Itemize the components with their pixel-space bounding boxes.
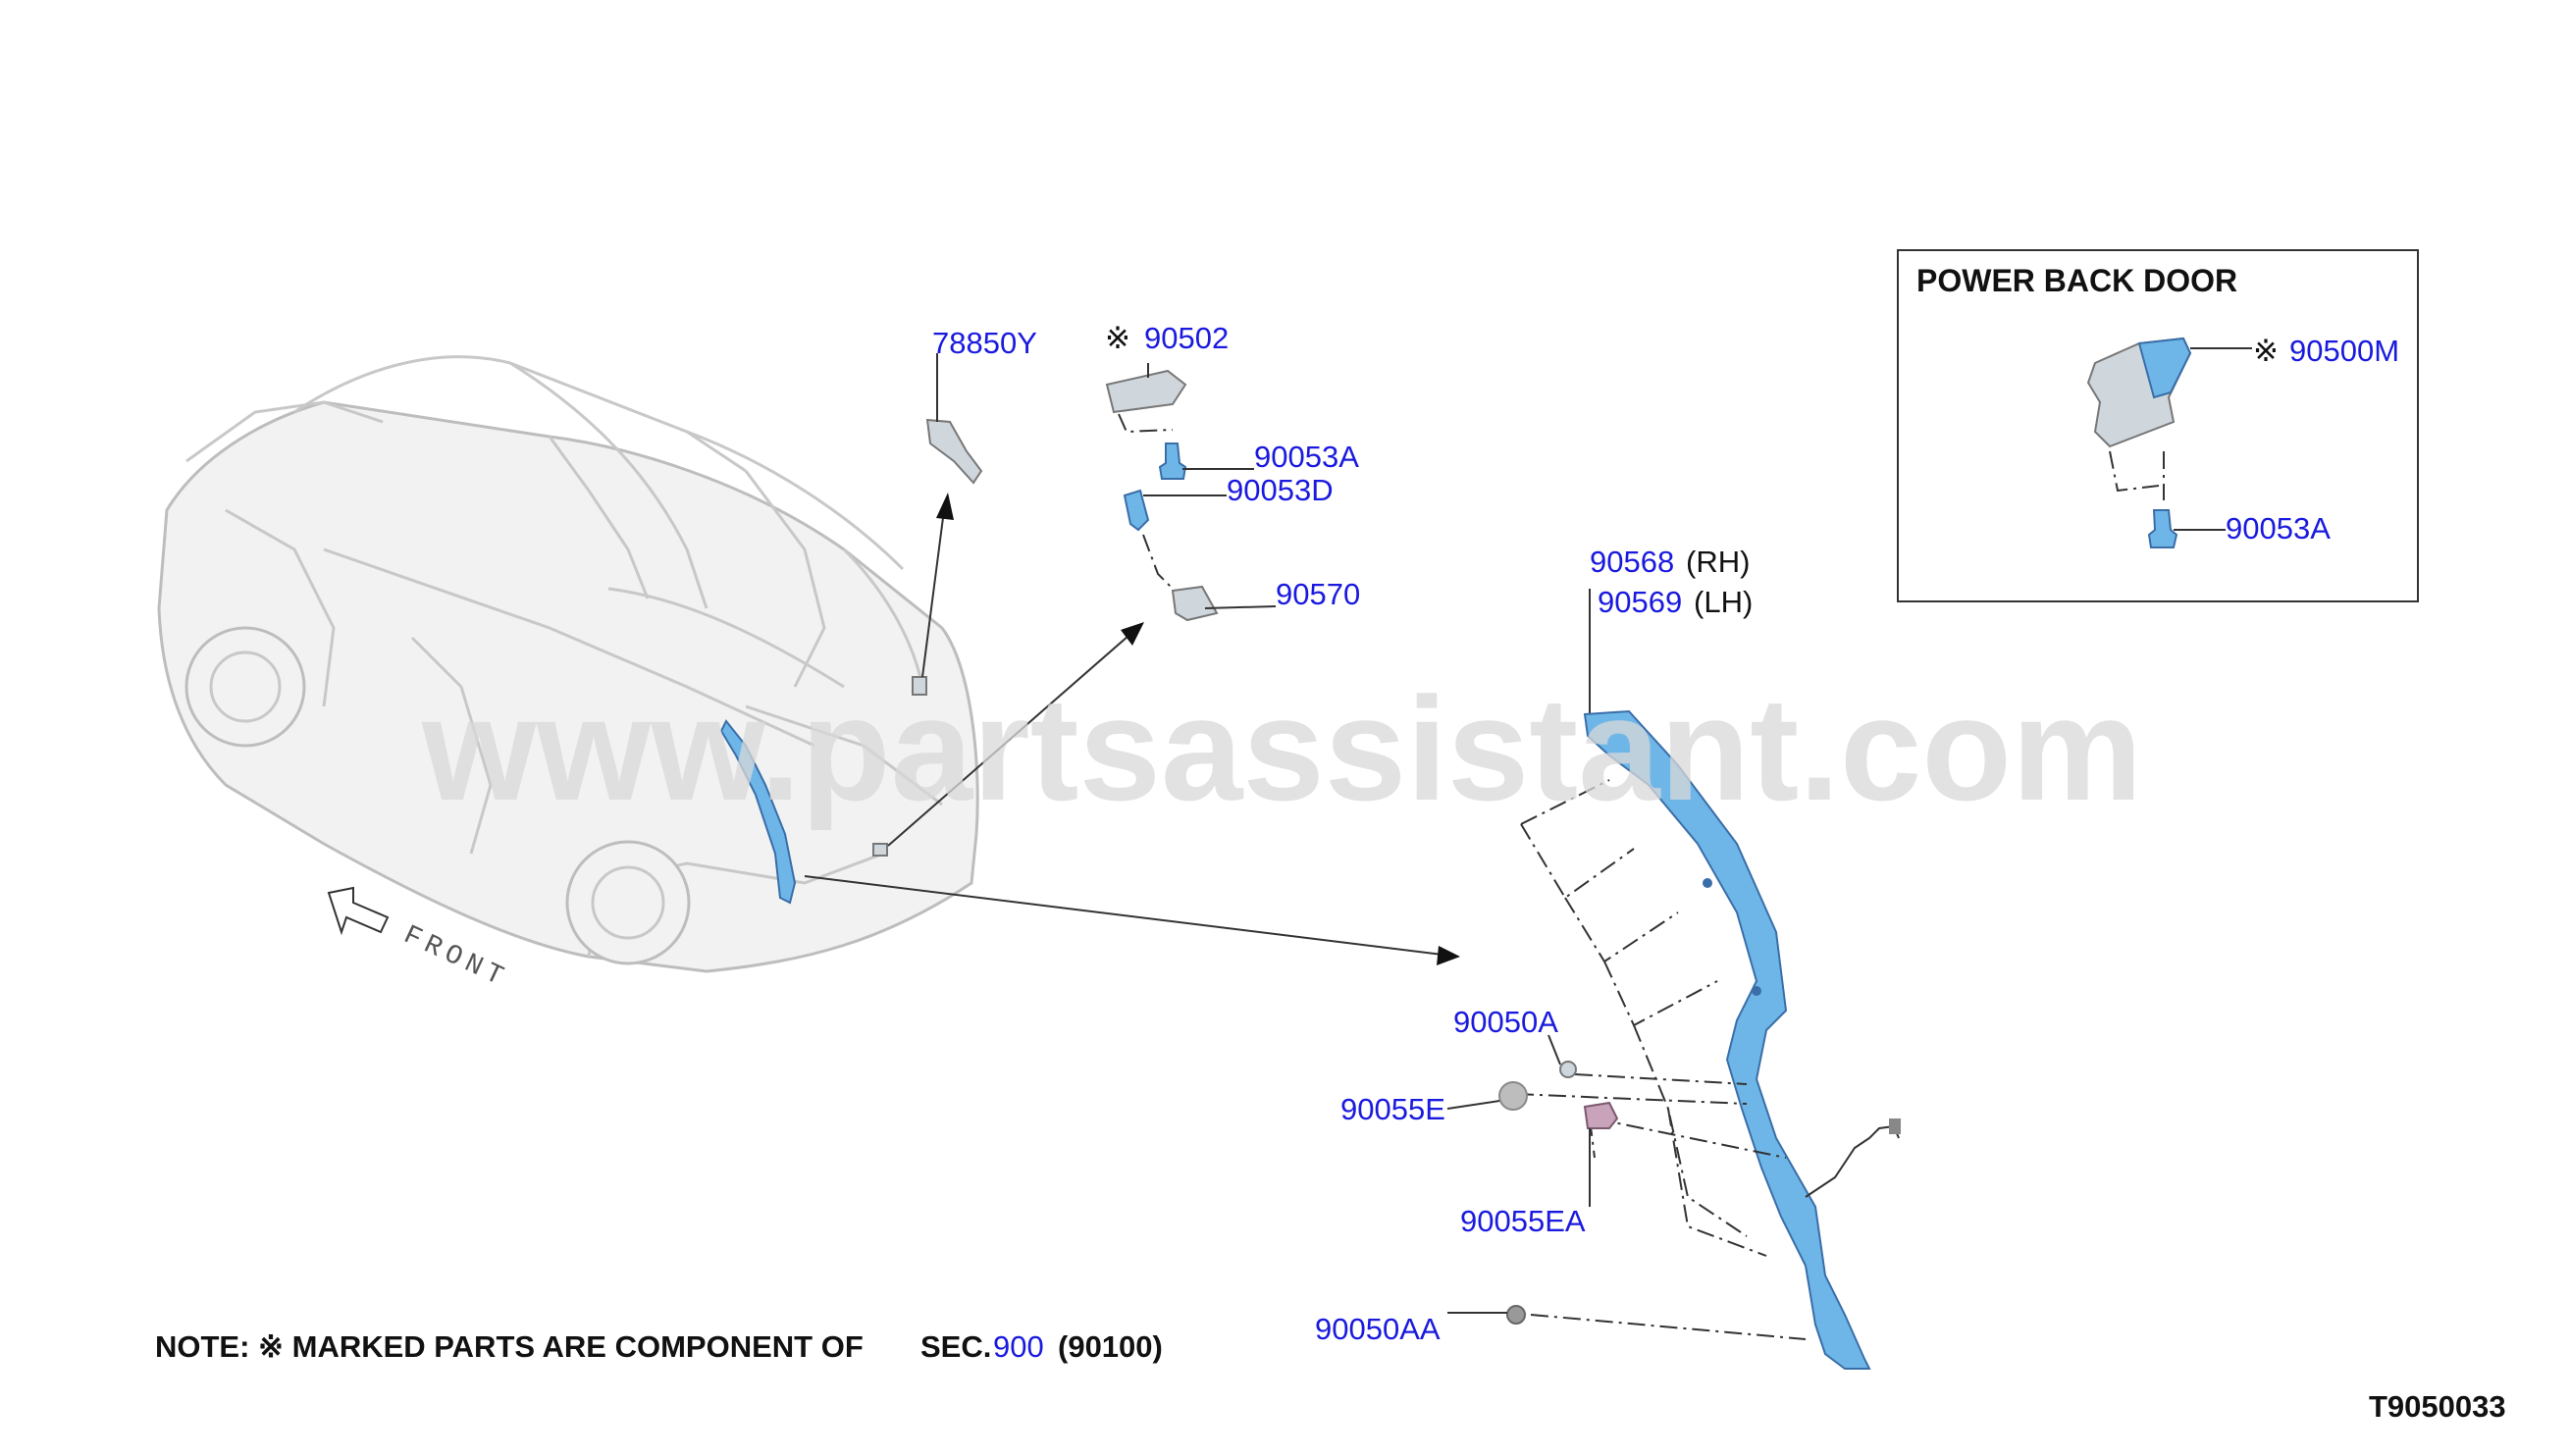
inset-title: POWER BACK DOOR	[1916, 263, 2237, 298]
part-90050A-graphic	[1547, 1034, 1577, 1078]
side-90569: (LH)	[1694, 585, 1753, 619]
vehicle-illustration	[157, 355, 979, 973]
part-number-90055E: 90055E	[1340, 1092, 1445, 1126]
part-90568-graphic	[1583, 589, 1901, 1370]
inset-part-number-90500M: 90500M	[2289, 334, 2399, 368]
side-90568: (RH)	[1686, 545, 1750, 579]
note-sec-suffix: (90100)	[1058, 1329, 1163, 1364]
front-label: FRONT	[398, 920, 512, 995]
part-90570-graphic	[1142, 534, 1277, 622]
part-number-90502: 90502	[1144, 321, 1229, 355]
assembly-dash-lines	[1515, 779, 1807, 1340]
part-90502-graphic	[1105, 363, 1187, 434]
callout-arrows	[804, 493, 1460, 965]
part-number-90055EA: 90055EA	[1460, 1204, 1586, 1238]
part-number-90053D: 90053D	[1227, 473, 1334, 507]
part-90055EA-graphic	[1583, 1101, 1619, 1207]
part-number-90053A: 90053A	[1254, 440, 1359, 474]
inset-power-back-door	[1897, 249, 2419, 602]
inset-part-number-90053A: 90053A	[2226, 511, 2331, 546]
part-90055E-graphic	[1446, 1081, 1528, 1111]
part-90053A-graphic	[1158, 442, 1254, 480]
part-number-90050AA: 90050AA	[1315, 1312, 1441, 1346]
part-number-78850Y: 78850Y	[932, 326, 1037, 360]
part-number-90568: 90568	[1590, 545, 1674, 579]
watermark: www.partsassistant.com	[421, 666, 2142, 831]
note-sec-label: SEC.	[920, 1329, 991, 1364]
part-90050AA-graphic	[1447, 1305, 1526, 1325]
mark-90502: ※	[1105, 321, 1130, 355]
part-90053D-graphic	[1123, 489, 1227, 532]
part-number-90570: 90570	[1276, 577, 1360, 611]
note-text: NOTE: ※ MARKED PARTS ARE COMPONENT OF	[155, 1329, 864, 1364]
inset-mark-90500M: ※	[2253, 334, 2279, 368]
note-sec-number: 900	[993, 1329, 1044, 1364]
part-number-90050A: 90050A	[1453, 1005, 1558, 1039]
part-78850Y-graphic	[925, 353, 983, 485]
diagram-code: T9050033	[2369, 1389, 2506, 1424]
part-number-90569: 90569	[1598, 585, 1682, 619]
